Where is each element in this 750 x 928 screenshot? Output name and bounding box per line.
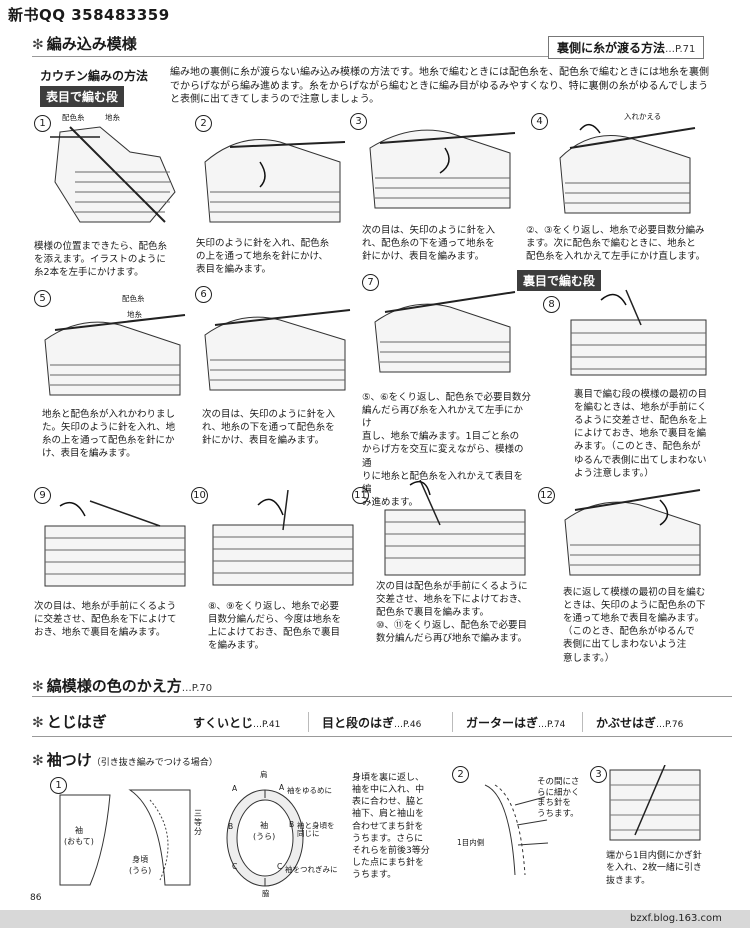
section-rule <box>32 56 548 57</box>
sleeve-pinning-illustration <box>484 784 549 876</box>
subtitle-cowichan: カウチン編みの方法 <box>40 69 149 83</box>
asterisk-icon: ✻ <box>32 715 44 731</box>
step-number: 7 <box>362 274 379 291</box>
step-caption: 次の目は配色糸が手前にくるように交差させ、地糸を下によけておき、配色糸で裏目を編… <box>376 581 528 645</box>
step-number: 4 <box>531 113 548 130</box>
step-number: 2 <box>452 766 469 783</box>
label-sode-ura: 袖(うら) <box>253 821 276 841</box>
sleeve-step1-text: 身頃を裏に返し、袖を中に入れ、中表に合わせ、脇と袖下、肩と袖山を合わせてまち針を… <box>352 773 430 881</box>
label-purl-row: 裏目で編む段 <box>517 270 602 291</box>
knitting-illustration <box>204 139 346 223</box>
sleeve-diagram <box>59 789 304 887</box>
asterisk-icon: ✻ <box>32 37 44 53</box>
divider <box>452 712 453 732</box>
step-number: 10 <box>191 487 208 504</box>
section-title-hamikomi: ✻編み込み模様 <box>32 35 137 53</box>
footer-watermark: bzxf.blog.163.com <box>630 913 722 924</box>
section-title-tojihagi: ✻とじはぎ <box>32 713 107 731</box>
note-a: 袖をゆるめに <box>287 786 332 795</box>
knitting-illustration <box>384 480 526 576</box>
sleeve-step2-note: その間にさらに細かくまち針をうちます。 <box>537 777 580 819</box>
divider <box>308 712 309 732</box>
step-caption: 次の目は、地糸が手前にくるように交差させ、配色糸を下によけておき、地糸で裏目を編… <box>34 601 177 639</box>
step-number: 6 <box>195 286 212 303</box>
step-caption: 裏目で編む段の模様の最初の目を編むときは、地糸が手前にくるように交差させ、配色糸… <box>574 389 708 479</box>
step-caption: 表に返して模様の最初の目を編むときは、矢印のように配色糸の下を通って地糸で表目を… <box>563 587 706 664</box>
asterisk-icon: ✻ <box>32 679 44 695</box>
label-kata: 肩 <box>260 770 268 779</box>
step-number: 8 <box>543 296 560 313</box>
step-caption: 矢印のように針を入れ、配色糸の上を通って地糸を針にかけ、表目を編みます。 <box>196 238 330 276</box>
label-a: A <box>232 784 238 793</box>
knitting-illustration <box>212 490 354 586</box>
sleeve-step3-text: 端から1目内側にかぎ針を入れ、2枚一緒に引き抜きます。 <box>606 851 702 886</box>
knitting-illustration <box>204 309 351 391</box>
step-number: 5 <box>34 290 51 307</box>
link-kabuse[interactable]: かぶせはぎ…P.76 <box>596 716 684 730</box>
knitting-illustration <box>374 291 516 373</box>
knitting-illustration <box>50 126 176 223</box>
header-qq: 新书QQ 358483359 <box>8 6 170 24</box>
section-title-shima[interactable]: ✻縞模様の色のかえ方…P.70 <box>32 677 213 695</box>
label-sanbun: 三等分 <box>194 809 202 836</box>
step-caption: 次の目は、矢印のように針を入れ、配色糸の下を通って地糸を針にかけ、表目を編みます… <box>362 225 496 263</box>
step-number: 12 <box>538 487 555 504</box>
knitting-illustration <box>369 129 516 209</box>
label-haishoku: 配色糸 <box>62 113 85 122</box>
label-ji: 地糸 <box>127 310 142 319</box>
link-metodan[interactable]: 目と段のはぎ…P.46 <box>322 716 422 730</box>
step-number: 3 <box>590 766 607 783</box>
step-number: 2 <box>195 115 212 132</box>
link-sukuitoji[interactable]: すくいとじ…P.41 <box>193 716 281 730</box>
label-a-right: A <box>279 783 285 792</box>
section-rule <box>32 696 732 697</box>
label-ji: 地糸 <box>105 113 120 122</box>
step-number: 3 <box>350 113 367 130</box>
note-c: 袖をつれぎみに <box>285 865 338 874</box>
knitting-illustration <box>44 314 186 396</box>
knitting-illustration <box>564 489 701 576</box>
crochet-join-illustration <box>609 765 701 841</box>
step-caption: 地糸と配色糸が入れかわりました。矢印のように針を入れ、地糸の上を通って配色糸を針… <box>42 409 176 460</box>
section-title-sodetsuke: ✻袖つけ（引き抜き編みでつける場合） <box>32 751 218 769</box>
label-migoro-ura: 身頃(うら) <box>129 855 152 875</box>
knitting-illustration <box>570 289 707 376</box>
label-c: C <box>232 862 238 871</box>
knitting-illustration <box>44 500 186 587</box>
step-number: 1 <box>34 115 51 132</box>
label-sode-omote: 袖(おもて) <box>64 826 94 846</box>
link-garter[interactable]: ガーターはぎ…P.74 <box>466 716 566 730</box>
label-b-right: B <box>289 820 295 829</box>
step-caption: 模様の位置まできたら、配色糸を添えます。イラストのように糸2本を左手にかけます。 <box>34 241 168 279</box>
divider <box>582 712 583 732</box>
step-number: 1 <box>50 777 67 794</box>
label-1me-uchigawa: 1目内側 <box>457 838 485 847</box>
label-irekaeru: 入れかえる <box>624 112 662 121</box>
page-number: 86 <box>30 893 42 903</box>
step-number: 9 <box>34 487 51 504</box>
label-haishoku: 配色糸 <box>122 294 145 303</box>
label-b: B <box>228 822 234 831</box>
knitting-illustration <box>559 124 696 214</box>
footer-bar <box>0 910 750 928</box>
asterisk-icon: ✻ <box>32 753 44 769</box>
ref-link-urakawa[interactable]: 裏側に糸が渡る方法…P.71 <box>548 36 705 59</box>
section-rule <box>32 736 732 737</box>
label-waki: 脇 <box>262 889 270 898</box>
label-c-right: C <box>277 862 283 871</box>
step-caption: ②、③をくり返し、地糸で必要目数分編みます。次に配色糸で編むときに、地糸と配色糸… <box>526 225 706 263</box>
label-knit-row: 表目で編む段 <box>40 86 125 107</box>
step-number: 11 <box>352 487 369 504</box>
intro-text: 編み地の裏側に糸が渡らない編み込み模様の方法です。地糸で編むときには配色糸を、配… <box>170 67 709 105</box>
step-caption: 次の目は、矢印のように針を入れ、地糸の下を通って配色糸を針にかけ、表目を編みます… <box>202 409 336 447</box>
note-b: 袖と身頃を同じに <box>297 821 335 839</box>
step-caption: ⑧、⑨をくり返し、地糸で必要目数分編んだら、今度は地糸を上によけておき、配色糸で… <box>208 601 342 652</box>
